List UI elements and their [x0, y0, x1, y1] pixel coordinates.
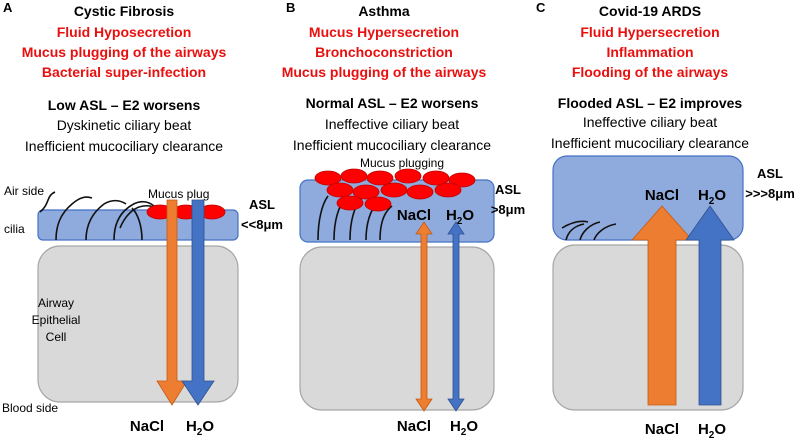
red-line-b-3: Mucus plugging of the airways — [282, 64, 487, 80]
red-line-a-2: Mucus plugging of the airways — [22, 44, 227, 60]
h2o-arrow-a — [181, 199, 215, 406]
nacl-arrow-b — [415, 221, 433, 412]
asl-heading-c: Flooded ASL – E2 improves — [558, 95, 743, 111]
asl-heading-a: Low ASL – E2 worsens — [48, 97, 201, 113]
desc-b-2: Inefficient mucociliary clearance — [293, 137, 491, 153]
cell-label-1: Airway — [38, 296, 74, 310]
h2o-label-a: H2O — [186, 418, 214, 438]
cilia-c — [561, 220, 617, 241]
panel-covid-ards: C Covid-19 ARDS Fluid Hypersecretion Inf… — [536, 0, 795, 439]
h2o-arrow-c — [685, 205, 735, 406]
nacl-arrow-c — [631, 205, 693, 406]
cell-label-3: Cell — [46, 330, 67, 344]
asl-label-a: ASL — [249, 197, 275, 212]
panel-title-c: Covid-19 ARDS — [599, 3, 701, 19]
asl-value-a: <<8μm — [241, 217, 283, 232]
panel-title-b: Asthma — [358, 3, 410, 19]
h2o-top-label-b: H2O — [446, 207, 474, 227]
asl-heading-b: Normal ASL – E2 worsens — [306, 95, 479, 111]
panel-title-a: Cystic Fibrosis — [74, 3, 175, 19]
mucus-plugging-label: Mucus plugging — [360, 156, 444, 170]
red-line-c-2: Inflammation — [606, 44, 693, 60]
blood-side-label: Blood side — [2, 401, 58, 415]
nacl-top-label-c: NaCl — [645, 187, 679, 204]
epithelial-cell-a — [37, 245, 239, 403]
epithelial-cell-b — [299, 246, 495, 411]
nacl-label-c: NaCl — [645, 421, 679, 438]
nacl-top-label-b: NaCl — [397, 207, 431, 224]
panel-letter-a: A — [3, 0, 13, 15]
red-line-a-1: Fluid Hyposecretion — [57, 24, 192, 40]
nacl-label-b: NaCl — [397, 418, 431, 435]
panel-asthma: B Asthma Mucus Hypersecretion Bronchocon… — [282, 0, 525, 438]
mucus-plug-label: Mucus plug — [148, 187, 209, 201]
cilia-label: cilia — [4, 222, 25, 236]
mucus-plug-a — [146, 204, 226, 220]
desc-c-2: Inefficient mucociliary clearance — [551, 135, 749, 151]
h2o-label-c: H2O — [698, 421, 726, 439]
h2o-top-label-c: H2O — [698, 187, 726, 207]
h2o-arrow-b — [447, 221, 465, 412]
asl-value-b: >8μm — [491, 202, 525, 217]
air-side-label: Air side — [4, 184, 44, 198]
red-line-b-1: Mucus Hypersecretion — [309, 24, 459, 40]
red-line-a-3: Bacterial super-infection — [42, 64, 206, 80]
desc-c-1: Ineffective ciliary beat — [583, 114, 717, 130]
panel-letter-b: B — [286, 0, 295, 15]
red-line-b-2: Bronchoconstriction — [315, 44, 453, 60]
mucus-cluster-b — [314, 168, 476, 212]
red-line-c-1: Fluid Hypersecretion — [580, 24, 719, 40]
nacl-label-a: NaCl — [130, 418, 164, 435]
nacl-arrow-a — [156, 199, 188, 406]
asl-label-c: ASL — [757, 166, 783, 181]
asl-value-c: >>>8μm — [745, 186, 795, 201]
asl-label-b: ASL — [495, 182, 521, 197]
panel-cystic-fibrosis: A Cystic Fibrosis Fluid Hyposecretion Mu… — [2, 0, 283, 438]
cell-label-2: Epithelial — [32, 313, 81, 327]
desc-b-1: Ineffective ciliary beat — [325, 116, 459, 132]
red-line-c-3: Flooding of the airways — [572, 64, 729, 80]
desc-a-2: Inefficient mucociliary clearance — [25, 138, 223, 154]
h2o-label-b: H2O — [450, 418, 478, 438]
desc-a-1: Dyskinetic ciliary beat — [57, 117, 192, 133]
panel-letter-c: C — [536, 0, 546, 15]
